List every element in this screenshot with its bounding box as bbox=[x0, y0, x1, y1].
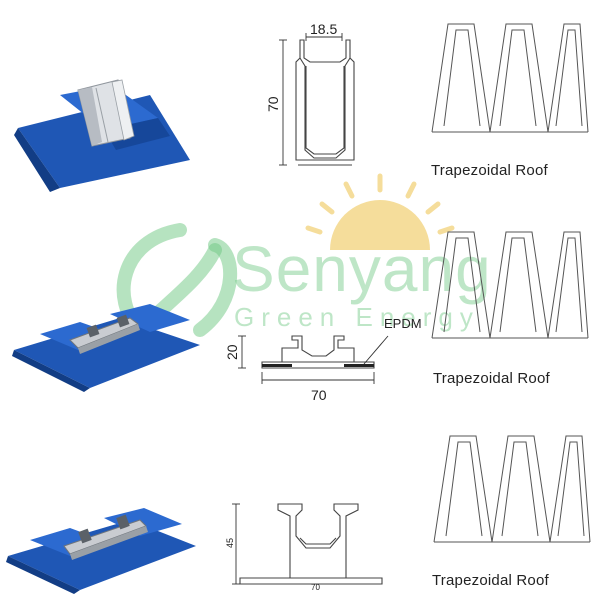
row2-roof-sheet bbox=[12, 304, 200, 392]
row3-roof-label: Trapezoidal Roof bbox=[432, 572, 549, 589]
row2-rail bbox=[69, 314, 140, 354]
row2-epdm-callout: EPDM bbox=[384, 316, 422, 331]
row2-roof-label: Trapezoidal Roof bbox=[433, 370, 550, 387]
row3-width-dim: 70 bbox=[311, 583, 320, 592]
row3-rail bbox=[63, 514, 148, 560]
row1-top-dim: 18.5 bbox=[310, 21, 337, 37]
watermark-brand-name: Senyang bbox=[232, 233, 492, 305]
row1-rail bbox=[77, 79, 135, 147]
watermark-tagline: Green Energy bbox=[234, 302, 480, 332]
sun-icon bbox=[305, 173, 455, 250]
row3-height-dim: 45 bbox=[225, 538, 235, 548]
row1-height-dim: 70 bbox=[265, 96, 281, 112]
row1-roof-label: Trapezoidal Roof bbox=[431, 162, 548, 179]
row2-height-dim: 20 bbox=[224, 344, 240, 360]
row2-width-dim: 70 bbox=[311, 387, 327, 403]
